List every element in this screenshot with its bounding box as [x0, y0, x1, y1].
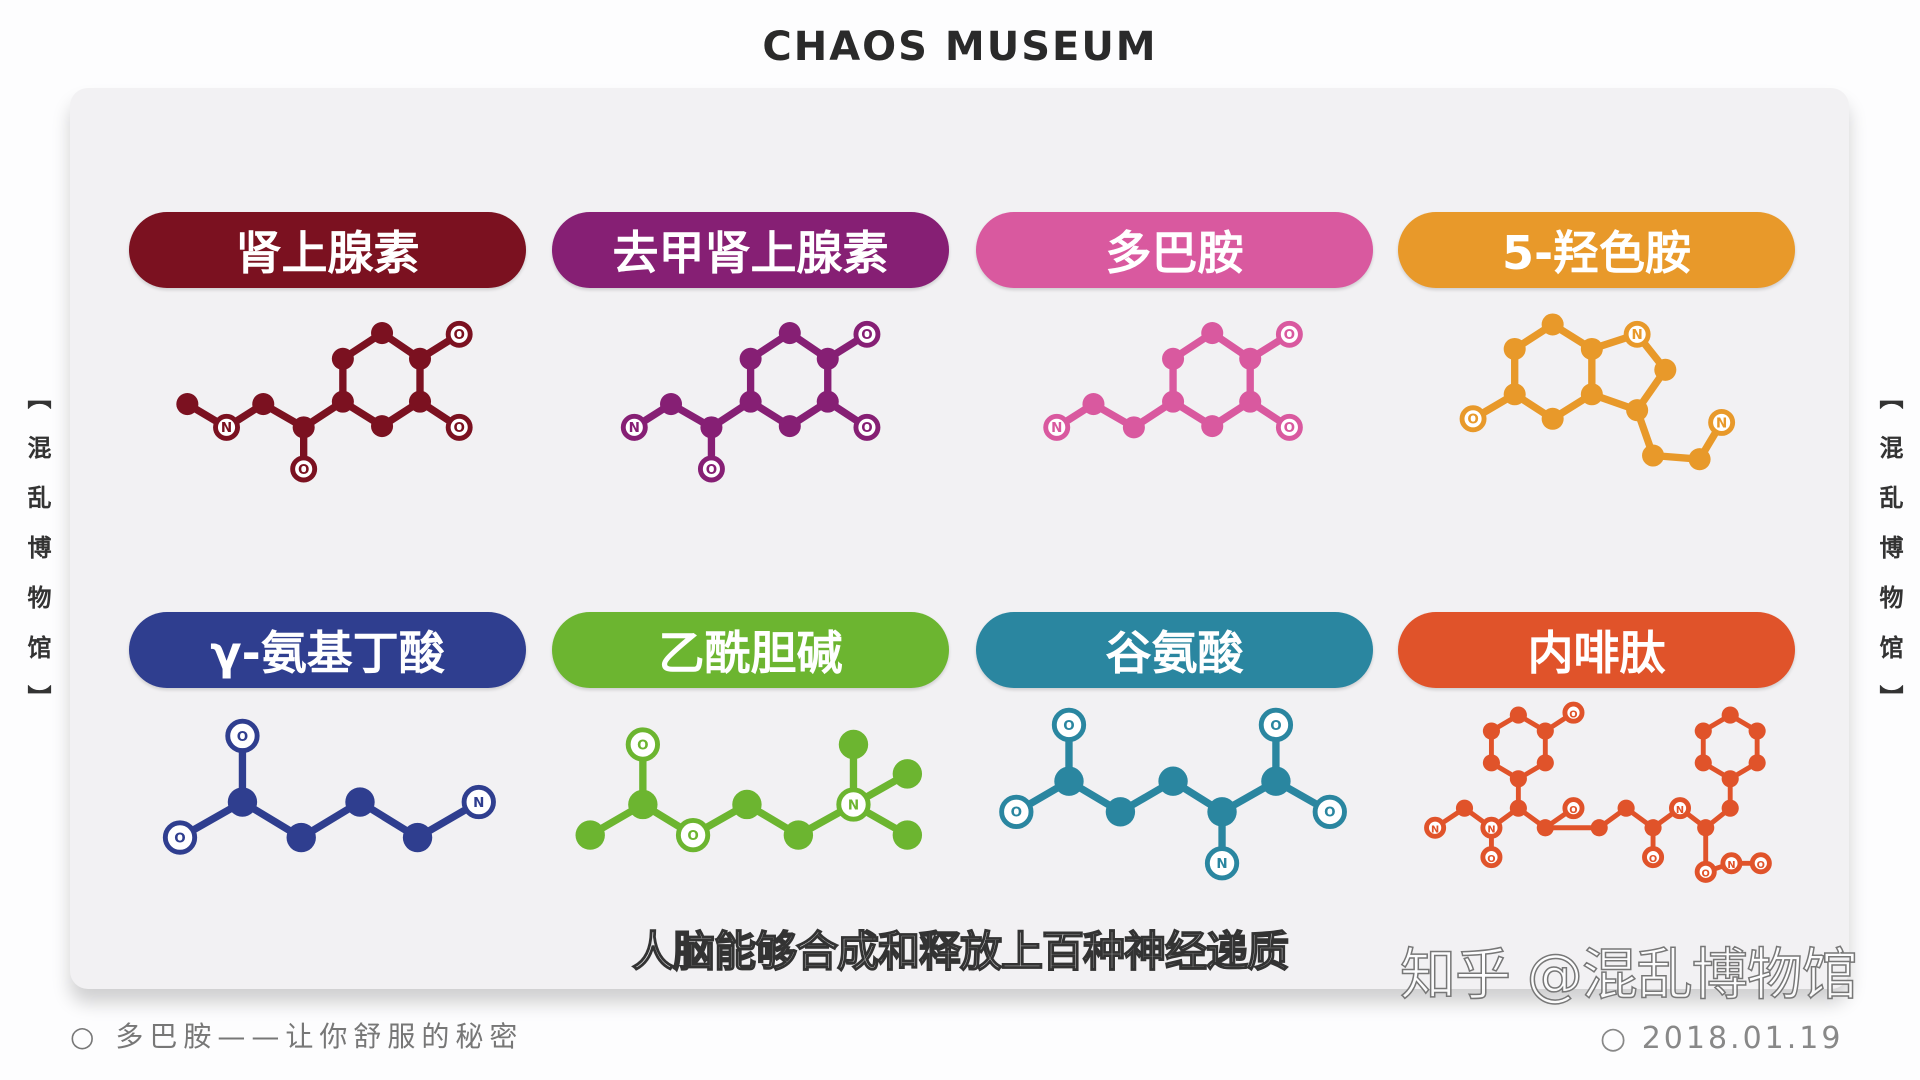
pill-adrenaline: 肾上腺素: [129, 212, 526, 288]
pill-gaba: γ-氨基丁酸: [129, 612, 526, 688]
page-title: CHAOS MUSEUM: [762, 24, 1158, 70]
subtitle-caption: 人脑能够合成和释放上百种神经递质: [631, 927, 1290, 977]
pill-endorphin: 内啡肽: [1398, 612, 1795, 688]
pill-serotonin: 5-羟色胺: [1398, 212, 1795, 288]
pill-noradrenaline: 去甲肾上腺素: [552, 212, 949, 288]
pill-acetylcholine: 乙酰胆碱: [552, 612, 949, 688]
footer-date: ○ 2018.01.19: [1600, 1021, 1844, 1056]
side-label-left: 【混乱博物馆】: [23, 385, 51, 735]
side-label-right: 【混乱博物馆】: [1875, 385, 1903, 735]
footer-episode-title: ○ 多巴胺——让你舒服的秘密: [70, 1020, 524, 1053]
pill-dopamine: 多巴胺: [976, 212, 1373, 288]
pill-glutamate: 谷氨酸: [976, 612, 1373, 688]
watermark: 知乎 @混乱博物馆: [1399, 943, 1858, 1008]
